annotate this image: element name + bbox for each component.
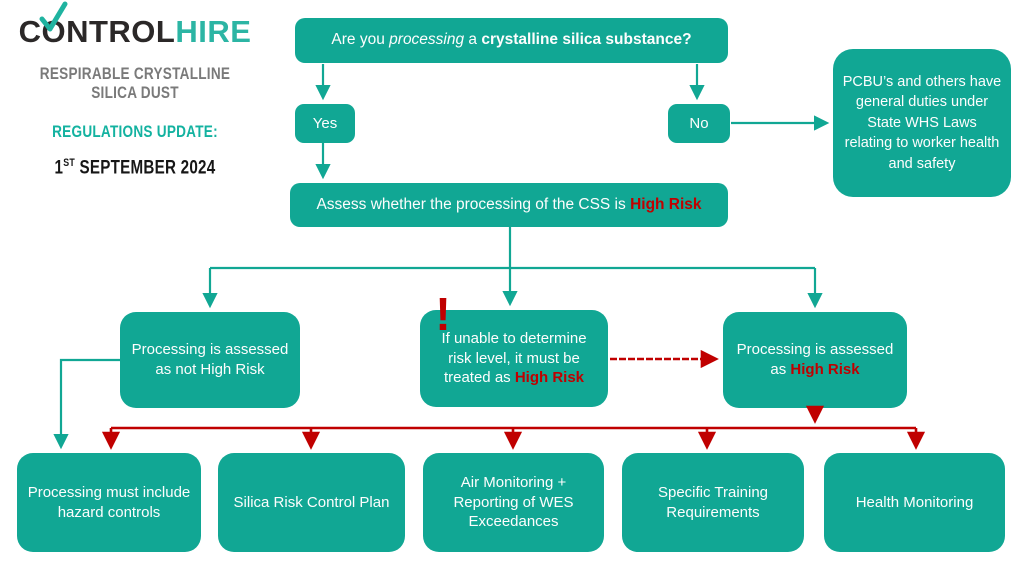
subtitle-line2: SILICA DUST	[91, 83, 179, 103]
pcbu-duties-box: PCBU’s and others have general duties un…	[833, 49, 1011, 197]
unable-to-determine-box: If unable to determine risk level, it mu…	[420, 310, 608, 407]
assessed-high-risk-text: High Risk	[790, 361, 860, 378]
question-bold-phrase: crystalline silica substance?	[481, 31, 692, 49]
regulations-update-label: REGULATIONS UPDATE:	[52, 122, 218, 141]
assess-high-risk-text: High Risk	[630, 195, 702, 213]
yes-box: Yes	[295, 104, 355, 143]
arrow-not-high-risk-to-controls	[53, 358, 121, 450]
subtitle: RESPIRABLE CRYSTALLINE SILICA DUST	[0, 64, 270, 102]
outcome-risk-control-plan-box: Silica Risk Control Plan	[218, 453, 405, 552]
question-box: Are you processing a crystalline silica …	[295, 18, 728, 63]
outcome-health-monitoring-box: Health Monitoring	[824, 453, 1005, 552]
warning-exclamation-icon: !	[435, 288, 451, 340]
date-ordinal: ST	[63, 157, 75, 169]
no-box: No	[668, 104, 730, 143]
line-assess-split	[210, 227, 815, 270]
question-italic-word: processing	[389, 31, 465, 49]
outcome-training-box: Specific Training Requirements	[622, 453, 804, 552]
logo-text-hire: HIRE	[175, 14, 252, 49]
unable-high-risk-text: High Risk	[514, 369, 585, 387]
assess-box: Assess whether the processing of the CSS…	[290, 183, 728, 227]
effective-date: 1ST SEPTEMBER 2024	[54, 157, 216, 179]
logo-text-control-c: C	[18, 14, 42, 49]
not-high-risk-box: Processing is assessed as not High Risk	[120, 312, 300, 408]
subtitle-line1: RESPIRABLE CRYSTALLINE	[39, 64, 231, 83]
assessed-high-risk-box: Processing is assessed as High Risk	[723, 312, 907, 408]
logo-text-ntrol: NTROL	[66, 14, 176, 49]
outcome-air-monitoring-box: Air Monitoring + Reporting of WES Exceed…	[423, 453, 604, 552]
outcome-hazard-controls-box: Processing must include hazard controls	[17, 453, 201, 552]
